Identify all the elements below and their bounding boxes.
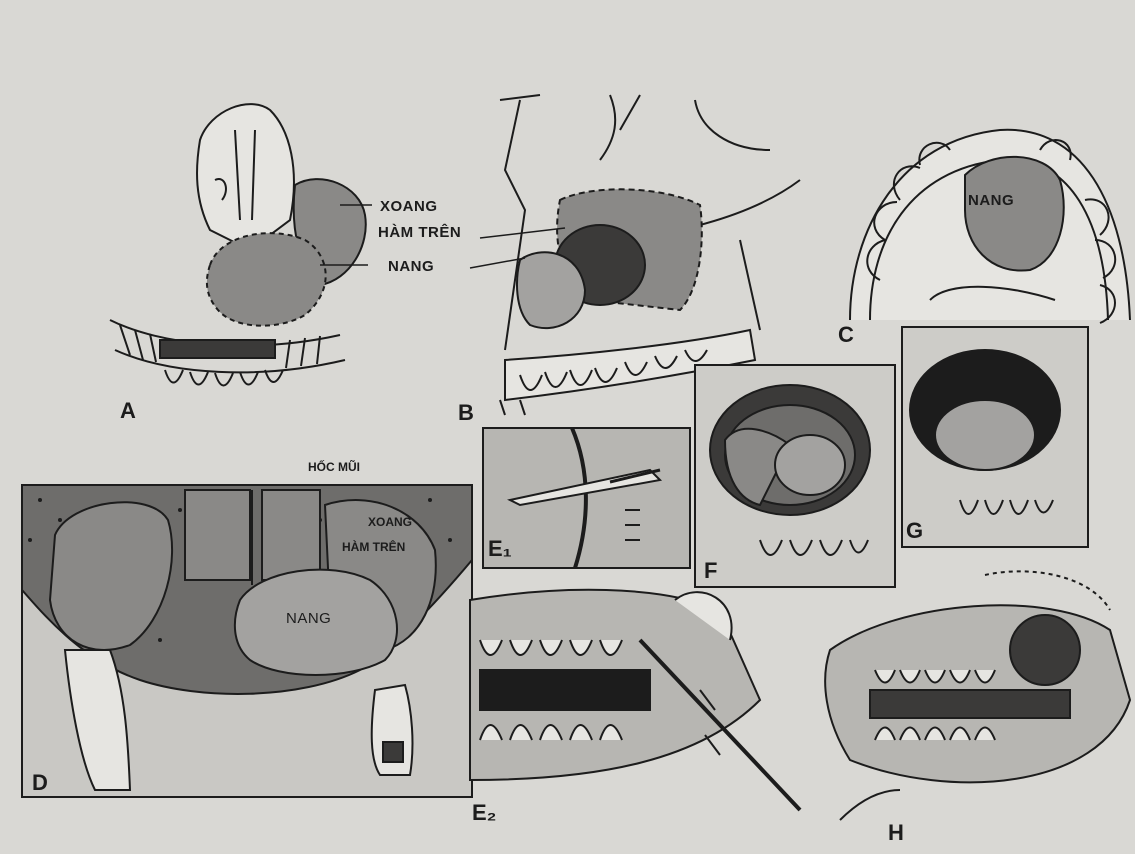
label-nang-a: NANG [388,258,434,275]
panel-label-f: F [704,558,717,584]
label-xoang-d: XOANG [368,515,412,529]
panel-f-drawing [695,365,895,587]
label-ham-tren-d: HÀM TRÊN [342,540,405,554]
panel-label-d: D [32,770,48,796]
label-nang-c: NANG [968,192,1014,209]
label-hoc-mui: HỐC MŨI [308,460,360,474]
label-xoang: XOANG [380,198,438,215]
panel-d-drawing [22,485,472,797]
panel-label-e1: E₁ [488,536,512,562]
label-nang-d: NANG [286,610,331,627]
panel-label-h: H [888,820,904,846]
panel-label-g: G [906,518,923,544]
panel-label-e2: E₂ [472,800,496,826]
panel-label-b: B [458,400,474,426]
label-ham-tren: HÀM TRÊN [378,224,461,241]
panel-label-a: A [120,398,136,424]
panel-e1-drawing [483,428,690,568]
panel-label-c: C [838,322,854,348]
